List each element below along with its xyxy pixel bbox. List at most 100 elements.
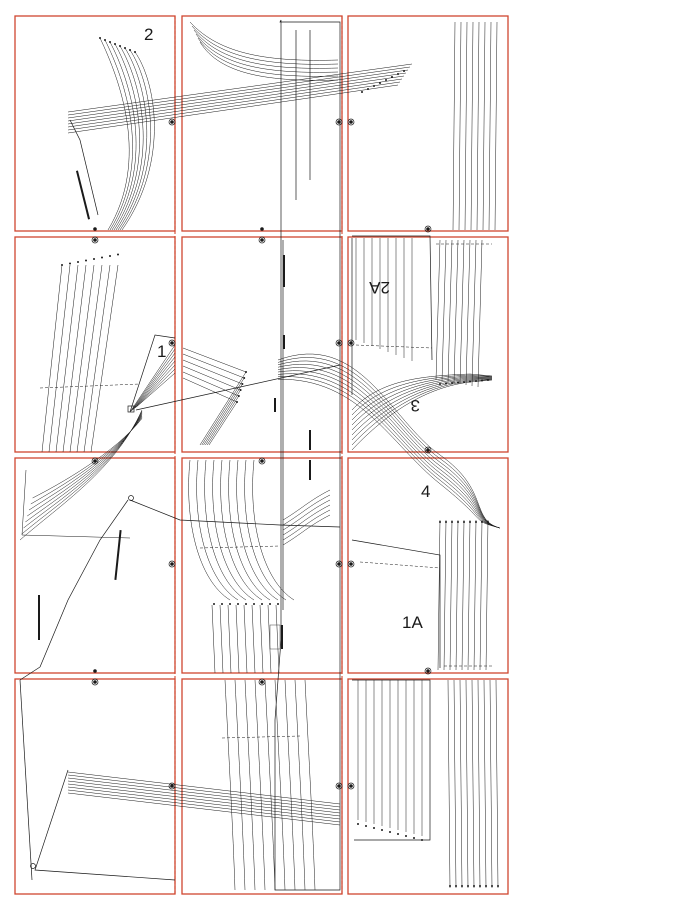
tile-r4-c1	[14, 678, 176, 895]
size-notch	[451, 382, 453, 384]
grade-line	[304, 679, 316, 891]
size-notch	[124, 47, 126, 49]
grade-line	[443, 519, 447, 671]
size-notch	[236, 401, 238, 403]
grade-line	[284, 679, 296, 891]
size-notch	[119, 45, 121, 47]
tile-r4-c2	[181, 678, 343, 895]
grade-line	[115, 45, 144, 231]
size-notch	[373, 85, 375, 87]
grade-line	[234, 679, 246, 891]
size-notch	[241, 383, 244, 385]
size-notch	[469, 521, 471, 523]
grade-line	[99, 37, 130, 231]
overlap-dashes	[15, 16, 508, 894]
grade-line	[264, 679, 276, 891]
size-notch	[367, 88, 369, 90]
grade-line	[21, 469, 131, 539]
size-notch	[413, 837, 415, 839]
grade-line	[211, 604, 216, 674]
size-notch	[253, 603, 255, 605]
piece-labels: 2 1 2A 3 4 1A	[144, 25, 430, 632]
grade-line	[220, 459, 263, 601]
grade-line	[277, 367, 501, 529]
size-notch	[403, 70, 405, 72]
grade-line	[351, 377, 492, 431]
size-notch	[487, 521, 489, 523]
size-notch	[134, 51, 136, 53]
grade-line	[277, 364, 501, 529]
size-notch	[277, 603, 279, 605]
grade-line	[219, 604, 224, 674]
grade-line	[135, 368, 176, 408]
grade-line	[277, 378, 501, 529]
grade-line	[449, 519, 453, 671]
size-notch	[397, 73, 399, 75]
grade-line	[48, 264, 71, 453]
grade-line	[441, 239, 447, 382]
grade-line	[90, 264, 119, 453]
grade-line	[252, 459, 295, 601]
grade-line	[195, 33, 339, 73]
tile-grid	[14, 15, 509, 895]
grade-line	[277, 373, 501, 529]
grade-line	[197, 37, 339, 77]
size-notch	[129, 49, 131, 51]
grade-line	[67, 69, 409, 119]
size-notch	[69, 262, 71, 265]
grade-line	[67, 780, 341, 814]
grade-line	[136, 372, 176, 407]
grade-line	[191, 25, 339, 65]
size-notch	[479, 885, 481, 887]
size-notch	[213, 603, 215, 605]
size-notch	[373, 827, 375, 829]
grade-line	[67, 84, 399, 134]
size-notch	[229, 603, 231, 605]
grade-line	[131, 352, 176, 411]
grade-line	[351, 379, 493, 451]
grade-line	[109, 41, 137, 231]
pattern-piece-outlines	[19, 19, 441, 891]
grade-line	[351, 376, 493, 426]
grade-line	[244, 459, 287, 601]
size-notch	[487, 379, 489, 381]
grade-line	[476, 21, 480, 231]
grade-line	[133, 360, 176, 409]
grade-line	[182, 359, 243, 446]
grade-line	[482, 21, 486, 231]
grade-line	[134, 364, 176, 409]
grade-line	[236, 459, 279, 601]
grade-line	[477, 239, 483, 388]
grade-line	[67, 81, 401, 131]
size-notch	[405, 835, 407, 837]
grade-line	[244, 679, 256, 891]
grade-line	[470, 21, 474, 231]
size-notch	[467, 885, 469, 887]
grade-line	[282, 514, 331, 546]
grade-line	[182, 371, 240, 446]
size-notch	[485, 885, 487, 887]
grade-line	[459, 239, 465, 385]
size-notch	[77, 261, 79, 263]
grade-line	[447, 679, 451, 889]
grade-line	[282, 489, 331, 521]
grade-line	[28, 415, 143, 511]
grade-line	[76, 264, 103, 453]
grade-line	[467, 519, 471, 671]
size-notch	[463, 381, 465, 383]
grade-line	[465, 239, 471, 386]
size-notch	[389, 831, 391, 833]
size-notch	[475, 380, 477, 382]
size-notch	[221, 603, 223, 605]
grade-line	[235, 604, 240, 674]
grade-line	[113, 43, 140, 231]
tile-r1-c2	[181, 15, 343, 232]
size-notch	[385, 79, 387, 81]
grade-line	[196, 459, 239, 601]
size-notch	[365, 825, 367, 827]
grade-line	[32, 418, 143, 499]
grade-line	[282, 494, 331, 526]
grade-line	[204, 459, 247, 601]
grade-line	[182, 365, 241, 446]
grade-line	[355, 344, 433, 349]
